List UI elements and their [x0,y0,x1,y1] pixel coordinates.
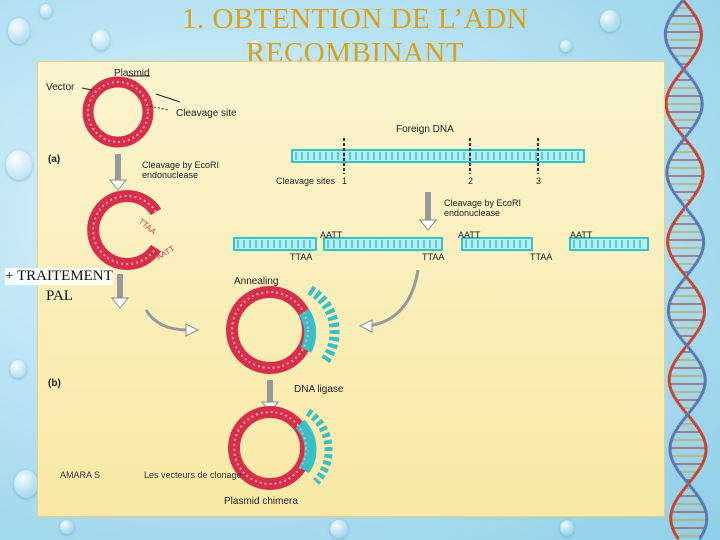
traitement-note-line-2: PAL [46,288,73,304]
dna-ligase-label: DNA ligase [294,384,344,395]
intact-plasmid [81,75,181,148]
traitement-note-line-1: + TRAITEMENT [5,268,113,285]
sticky-end-bottom-2: TTAA [422,252,445,262]
svg-text:TTAA: TTAA [137,217,159,237]
cleavage-ecori-right-label: Cleavage by EcoRI endonuclease [444,198,522,218]
sticky-end-top-3: AATT [570,230,593,240]
annealing-label: Annealing [234,276,279,287]
part-b-label: (b) [48,378,61,389]
water-droplet [330,520,348,538]
cleavage-site-label: Cleavage site [176,108,237,119]
vector-label: Vector [46,82,75,93]
foreign-dna-strand [291,138,585,174]
water-droplet [60,520,74,534]
cleavage-ecori-left-label: Cleavage by EcoRI endonuclease [142,160,220,180]
sticky-end-top-1: AATT [320,230,343,240]
part-a-label: (a) [48,154,61,165]
cleavage-site-number-3: 3 [536,176,542,186]
cleavage-sites-label: Cleavage sites [276,176,336,186]
sticky-end-bottom-3: TTAA [530,252,553,262]
water-droplet [560,520,574,536]
dna-helix-decoration [663,0,709,540]
foreign-dna-label: Foreign DNA [396,124,454,135]
plasmid-label: Plasmid [114,68,150,79]
recombinant-dna-diagram: TTAA AATT [81,75,649,490]
diagram-panel: TTAA AATT [38,62,664,516]
water-droplet [10,360,26,378]
svg-text:AATT: AATT [155,244,177,262]
water-droplet [8,18,30,44]
chimeric-plasmid [228,406,333,490]
water-droplet [250,40,260,51]
water-droplet [92,30,110,50]
footer-author: AMARA S [60,470,101,480]
sticky-end-top-2: AATT [458,230,481,240]
slide-title: 1. OBTENTION DE L’ADN RECOMBINANT [120,2,590,70]
foreign-dna-fragments [233,237,649,251]
cleaved-plasmid: TTAA AATT [87,190,177,270]
water-droplet [600,10,620,32]
sticky-end-bottom-1: TTAA [290,252,313,262]
water-droplet [560,40,572,52]
title-line-1: 1. OBTENTION DE L’ADN [181,3,529,35]
cleavage-site-number-2: 2 [468,176,474,186]
water-droplet [6,150,32,180]
cleavage-site-number-1: 1 [342,176,348,186]
water-droplet [14,470,38,498]
footer-course: Les vecteurs de clonage [144,470,242,480]
plasmid-chimera-label: Plasmid chimera [224,496,298,507]
annealed-plasmid [226,285,340,374]
water-droplet [40,4,52,18]
